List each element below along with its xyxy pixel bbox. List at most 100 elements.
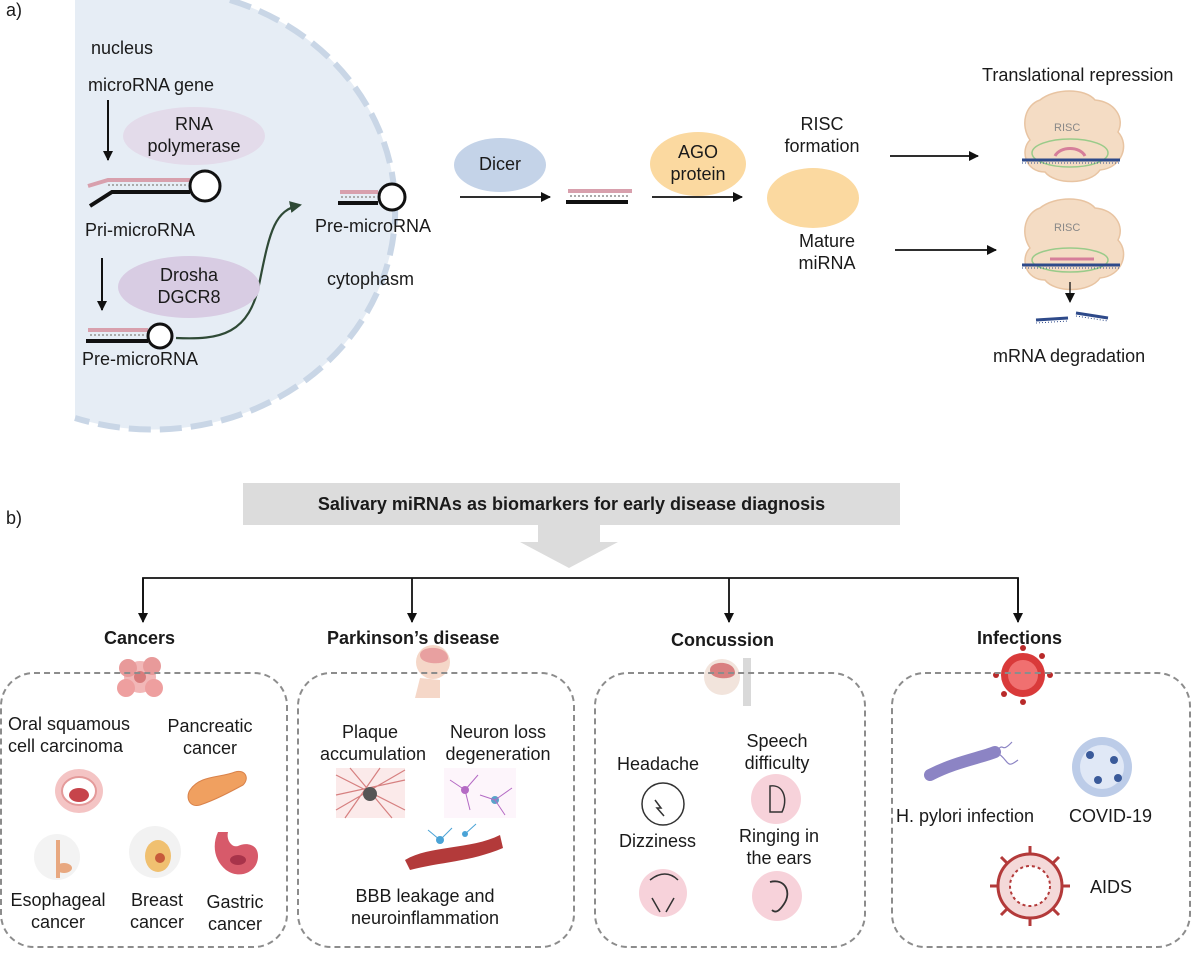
- bbb-line-2: neuroinflammation: [350, 907, 500, 928]
- oral-line-1: Oral squamous: [8, 714, 131, 734]
- cancers-title: Cancers: [104, 628, 176, 648]
- panel-a-label: a): [6, 0, 23, 20]
- head-brain-icon: [415, 645, 450, 698]
- esophageal-line-1: Esophageal: [10, 890, 106, 910]
- mrna-degradation-label: mRNA degradation: [993, 346, 1146, 366]
- infections-box: [891, 672, 1191, 948]
- panel-b-label: b): [6, 508, 23, 528]
- aids-label: AIDS: [1090, 877, 1133, 897]
- rna-polymerase-line-2: polymerase: [147, 136, 241, 156]
- neuron-icon: [444, 768, 516, 818]
- nucleus-shape: [74, 0, 399, 433]
- covid-label: COVID-19: [1069, 806, 1153, 826]
- microrna-gene-label: microRNA gene: [88, 75, 215, 95]
- rna-polymerase-line-1: RNA: [174, 114, 213, 135]
- oral-label: Oral squamous cell carcinoma: [8, 714, 130, 758]
- drosha-line-1: Drosha: [159, 265, 219, 286]
- ringing-ear-icon: [752, 871, 802, 921]
- speech-label: Speech difficulty: [727, 731, 827, 775]
- pancreatic-line-2: cancer: [182, 737, 238, 758]
- gastric-label: Gastric cancer: [196, 892, 274, 936]
- dizziness-icon: [639, 869, 687, 917]
- risc-complex-top: [1022, 90, 1125, 183]
- speech-line-1: Speech: [746, 731, 808, 751]
- parkinsons-box: [297, 672, 575, 948]
- breast-line-1: Breast: [130, 890, 184, 910]
- esophageal-label: Esophageal cancer: [2, 890, 114, 934]
- ago-line-1: AGO: [677, 142, 718, 163]
- breast-icon: [129, 826, 181, 878]
- oral-cavity-icon: [55, 769, 103, 813]
- pre-microrna-cytoplasm-label: Pre-microRNA: [315, 216, 432, 236]
- infections-title: Infections: [977, 628, 1063, 648]
- pre-microrna-hairpin-nucleus: [86, 322, 174, 350]
- risc-complex-bottom: [1022, 198, 1125, 324]
- neuron-line-2: degeneration: [445, 743, 551, 764]
- virus-icon: [993, 645, 1053, 705]
- risc-formation-line-1: RISC: [800, 114, 844, 134]
- plaque-label: Plaque accumulation: [320, 722, 427, 766]
- drosha-ellipse: Drosha DGCR8: [118, 256, 260, 318]
- drosha-line-2: DGCR8: [157, 287, 221, 307]
- mature-mirna-label: Mature miRNA: [777, 231, 877, 275]
- risc-top-label: RISC: [1054, 122, 1081, 134]
- ringing-label: Ringing in the ears: [729, 826, 829, 870]
- esophageal-line-2: cancer: [30, 911, 86, 932]
- mature-mirna-line-2: miRNA: [798, 252, 856, 273]
- gastric-line-2: cancer: [207, 913, 263, 934]
- cytoplasm-label: cytophasm: [327, 269, 415, 289]
- speech-line-2: difficulty: [744, 752, 810, 773]
- pre-microrna-hairpin-cytoplasm: [338, 182, 407, 212]
- bbb-label: BBB leakage and neuroinflammation: [340, 886, 510, 930]
- breast-line-2: cancer: [129, 911, 185, 932]
- export-arrow: [175, 201, 302, 340]
- concussion-box: [594, 672, 866, 948]
- parkinsons-title: Parkinson’s disease: [327, 628, 500, 648]
- concussion-head-icon: [704, 658, 751, 706]
- ringing-line-1: Ringing in: [738, 826, 820, 846]
- banner-text: Salivary miRNAs as biomarkers for early …: [317, 493, 826, 514]
- risc-formation-label: RISC formation: [772, 114, 872, 158]
- dicer-ellipse: Dicer: [454, 138, 546, 192]
- branch-line: [142, 577, 1019, 610]
- neuron-line-1: Neuron loss: [449, 722, 547, 742]
- down-arrow-big: [520, 525, 618, 568]
- plaque-icon: [335, 767, 406, 819]
- cancers-box: [0, 672, 288, 948]
- ago-line-2: protein: [670, 164, 726, 184]
- bbb-icon: [405, 823, 503, 870]
- h-pylori-icon: [924, 741, 1019, 781]
- plaque-line-2: accumulation: [320, 743, 427, 764]
- bbb-line-1: BBB leakage and: [355, 886, 495, 906]
- pancreatic-label: Pancreatic cancer: [155, 716, 265, 760]
- pri-microrna-label: Pri-microRNA: [85, 220, 195, 240]
- headache-label: Headache: [617, 754, 700, 774]
- rna-polymerase-ellipse: RNA polymerase: [123, 107, 265, 165]
- risc-bottom-label: RISC: [1054, 222, 1081, 234]
- translational-repression-label: Translational repression: [982, 65, 1174, 85]
- esophagus-icon: [34, 834, 80, 880]
- cancer-cells-icon: [117, 657, 163, 697]
- nucleus-label: nucleus: [91, 38, 154, 58]
- dizziness-label: Dizziness: [619, 831, 697, 851]
- plaque-line-1: Plaque: [341, 722, 399, 742]
- pri-microrna-hairpin: [87, 169, 222, 208]
- pancreatic-line-1: Pancreatic: [167, 716, 253, 736]
- mirna-duplex: [566, 189, 632, 204]
- covid-icon: [1072, 737, 1132, 797]
- dicer-label: Dicer: [478, 154, 521, 175]
- pre-microrna-nucleus-label: Pre-microRNA: [82, 349, 199, 369]
- risc-ellipse: [767, 168, 859, 228]
- risc-formation-line-2: formation: [784, 135, 860, 156]
- banner: Salivary miRNAs as biomarkers for early …: [243, 483, 900, 525]
- gastric-line-1: Gastric: [206, 892, 264, 912]
- concussion-title: Concussion: [671, 630, 775, 650]
- headache-icon: [641, 782, 685, 826]
- breast-label: Breast cancer: [118, 890, 196, 934]
- stomach-icon: [214, 832, 258, 875]
- speech-difficulty-icon: [751, 774, 801, 824]
- neuron-label: Neuron loss degeneration: [433, 722, 563, 766]
- ago-ellipse: AGO protein: [650, 132, 746, 196]
- pancreas-icon: [187, 770, 247, 807]
